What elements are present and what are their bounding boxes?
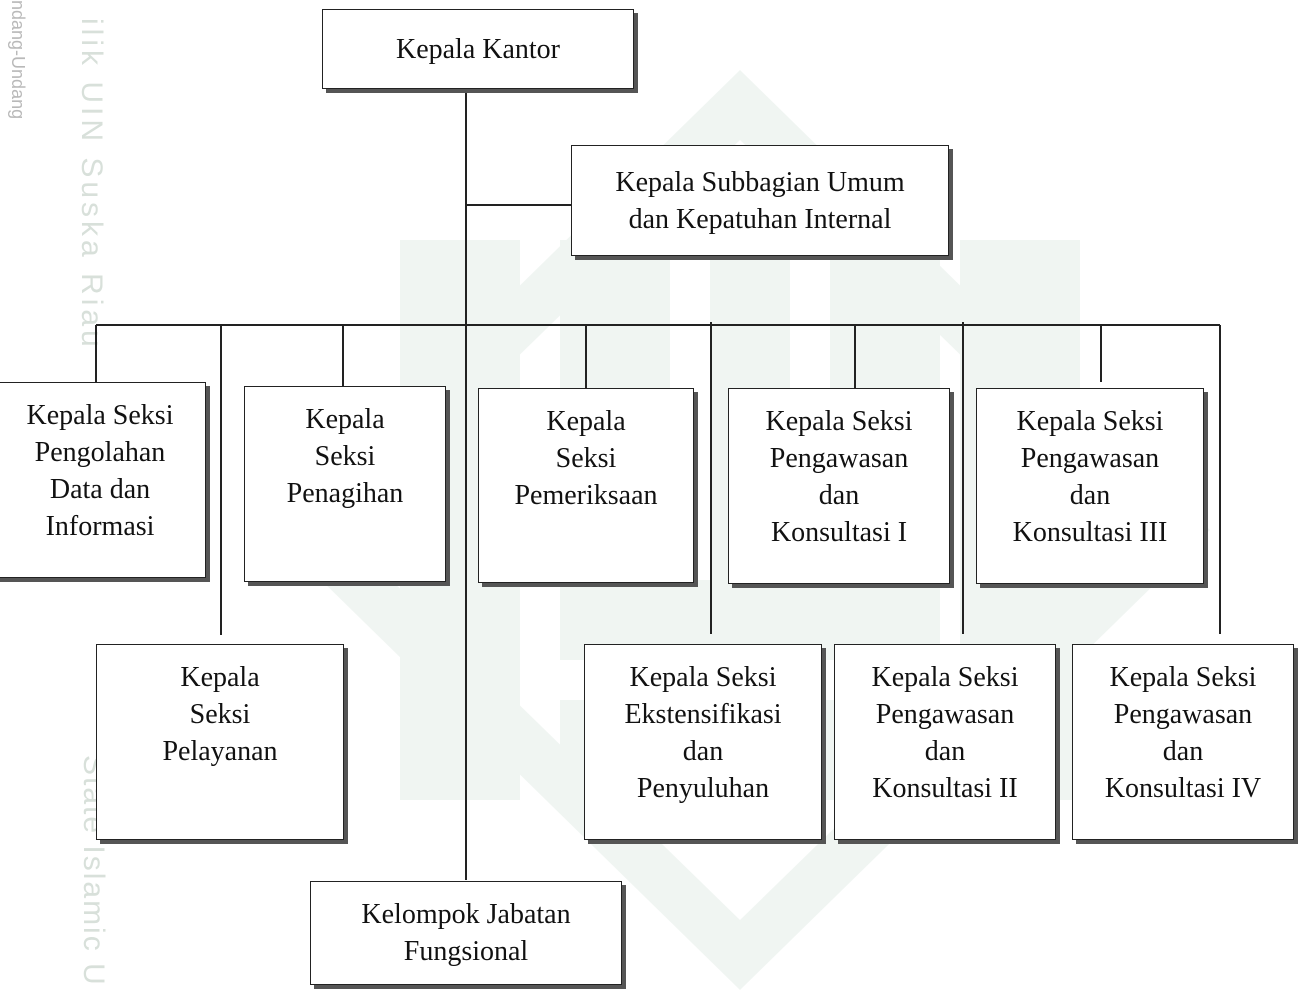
node-label: Kepala Subbagian Umum dan Kepatuhan Inte… xyxy=(615,166,905,235)
node-seksi-waskon-3: Kepala Seksi Pengawasan dan Konsultasi I… xyxy=(976,388,1204,584)
node-label: Kepala Seksi Pengawasan dan Konsultasi I… xyxy=(1104,662,1262,804)
node-seksi-pemeriksaan: Kepala Seksi Pemeriksaan xyxy=(478,388,694,583)
node-seksi-penagihan: Kepala Seksi Penagihan xyxy=(244,386,446,582)
node-label: Kepala Seksi Pemeriksaan xyxy=(514,406,658,511)
node-label: Kepala Kantor xyxy=(395,33,561,65)
node-seksi-waskon-2: Kepala Seksi Pengawasan dan Konsultasi I… xyxy=(834,644,1056,840)
node-seksi-ekstensifikasi: Kepala Seksi Ekstensifikasi dan Penyuluh… xyxy=(584,644,822,840)
node-label: Kepala Seksi Penagihan xyxy=(286,404,404,509)
node-seksi-pdi: Kepala Seksi Pengolahan Data dan Informa… xyxy=(0,382,206,578)
node-label: Kepala Seksi Pelayanan xyxy=(162,662,278,767)
node-label: Kelompok Jabatan Fungsional xyxy=(361,899,571,967)
node-label: Kepala Seksi Ekstensifikasi dan Penyuluh… xyxy=(624,662,782,804)
node-kelompok-fungsional: Kelompok Jabatan Fungsional xyxy=(310,881,622,985)
node-label: Kepala Seksi Pengawasan dan Konsultasi I… xyxy=(1012,406,1168,548)
node-label: Kepala Seksi Pengawasan dan Konsultasi I… xyxy=(871,662,1019,804)
node-seksi-waskon-1: Kepala Seksi Pengawasan dan Konsultasi I xyxy=(728,388,950,584)
node-label: Kepala Seksi Pengolahan Data dan Informa… xyxy=(26,400,174,542)
node-seksi-waskon-4: Kepala Seksi Pengawasan dan Konsultasi I… xyxy=(1072,644,1294,840)
node-label: Kepala Seksi Pengawasan dan Konsultasi I xyxy=(765,406,913,548)
node-subbagian-umum: Kepala Subbagian Umum dan Kepatuhan Inte… xyxy=(571,145,949,256)
node-kepala-kantor: Kepala Kantor xyxy=(322,9,634,89)
node-seksi-pelayanan: Kepala Seksi Pelayanan xyxy=(96,644,344,840)
